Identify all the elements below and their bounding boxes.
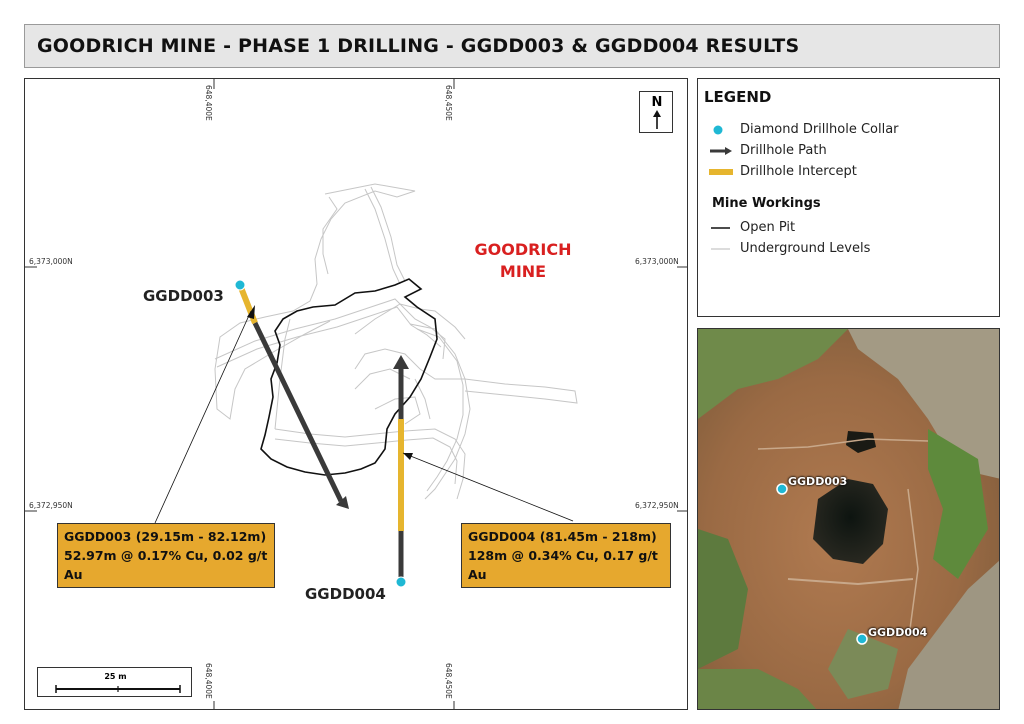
- hole-label-ggdd004[interactable]: GGDD004: [305, 585, 386, 603]
- open-pit-outline: [260, 278, 438, 476]
- mine-label-line2: MINE: [499, 262, 547, 281]
- map-canvas[interactable]: [25, 79, 688, 710]
- hole-ggdd004[interactable]: [393, 355, 409, 588]
- scale-bar-graphic: [55, 685, 181, 693]
- collar-dot-icon: [713, 125, 723, 135]
- photo-label-ggdd004: GGDD004: [868, 626, 928, 639]
- photo-collar-ggdd004: [856, 633, 868, 645]
- legend-item-label: Diamond Drillhole Collar: [740, 122, 899, 137]
- mine-label-line1: GOODRICH: [474, 240, 572, 259]
- black-line-icon: [711, 227, 730, 229]
- easting-label-bottom-right: 648,450E: [444, 663, 453, 699]
- northing-label-bottom-right: 6,372,950N: [635, 501, 679, 510]
- legend-item-label: Underground Levels: [740, 241, 871, 256]
- grey-line-icon: [711, 248, 730, 250]
- callout-ggdd003-line1: GGDD003 (29.15m - 82.12m): [64, 529, 267, 544]
- map-title: GOODRICH MINE - PHASE 1 DRILLING - GGDD0…: [37, 35, 800, 57]
- northing-label-bottom-left: 6,372,950N: [29, 501, 73, 510]
- path-arrow-icon: [710, 147, 732, 155]
- north-label: N: [651, 95, 663, 110]
- callout-ggdd004[interactable]: GGDD004 (81.45m - 218m) 128m @ 0.34% Cu,…: [461, 523, 671, 588]
- mine-label: GOODRICH MINE: [461, 239, 585, 283]
- scale-label: 25 m: [104, 672, 127, 681]
- grid-ticks: [25, 79, 687, 709]
- hole-label-ggdd003[interactable]: GGDD003: [143, 287, 224, 305]
- photo-collar-ggdd003: [776, 483, 788, 495]
- legend-item-label: Open Pit: [740, 220, 796, 235]
- legend-item-label: Drillhole Path: [740, 143, 827, 158]
- title-bar: GOODRICH MINE - PHASE 1 DRILLING - GGDD0…: [24, 24, 1000, 68]
- easting-label-bottom-left: 648,400E: [204, 663, 213, 699]
- leader-ggdd004: [402, 452, 574, 522]
- north-arrow-icon: [653, 110, 661, 129]
- callout-ggdd003[interactable]: GGDD003 (29.15m - 82.12m) 52.97m @ 0.17%…: [57, 523, 275, 588]
- northing-label-top-left: 6,373,000N: [29, 257, 73, 266]
- legend-item-label: Drillhole Intercept: [740, 164, 857, 179]
- leader-ggdd003: [154, 310, 252, 524]
- map-panel[interactable]: 648,400E 648,450E 648,400E 648,450E 6,37…: [24, 78, 688, 710]
- easting-label-top-left: 648,400E: [204, 85, 213, 121]
- easting-label-top-right: 648,450E: [444, 85, 453, 121]
- aerial-photo: [698, 329, 999, 709]
- northing-label-top-right: 6,373,000N: [635, 257, 679, 266]
- legend-panel: LEGEND Diamond Drillhole Collar Drillhol…: [697, 78, 1000, 317]
- aerial-photo-inset[interactable]: GGDD003 GGDD004: [697, 328, 1000, 710]
- collar-ggdd004: [395, 576, 407, 588]
- collar-ggdd003: [234, 279, 246, 291]
- legend-mine-workings-title: Mine Workings: [712, 196, 821, 211]
- callout-ggdd004-line2: 128m @ 0.34% Cu, 0.17 g/t Au: [468, 548, 658, 582]
- legend-title: LEGEND: [704, 88, 772, 106]
- scale-bar: 25 m: [37, 667, 192, 697]
- photo-label-ggdd003: GGDD003: [788, 475, 848, 488]
- north-arrow: N: [639, 91, 673, 133]
- intercept-bar-icon: [709, 169, 733, 175]
- callout-ggdd003-line2: 52.97m @ 0.17% Cu, 0.02 g/t Au: [64, 548, 268, 582]
- underground-levels: [214, 183, 578, 500]
- callout-ggdd004-line1: GGDD004 (81.45m - 218m): [468, 529, 657, 544]
